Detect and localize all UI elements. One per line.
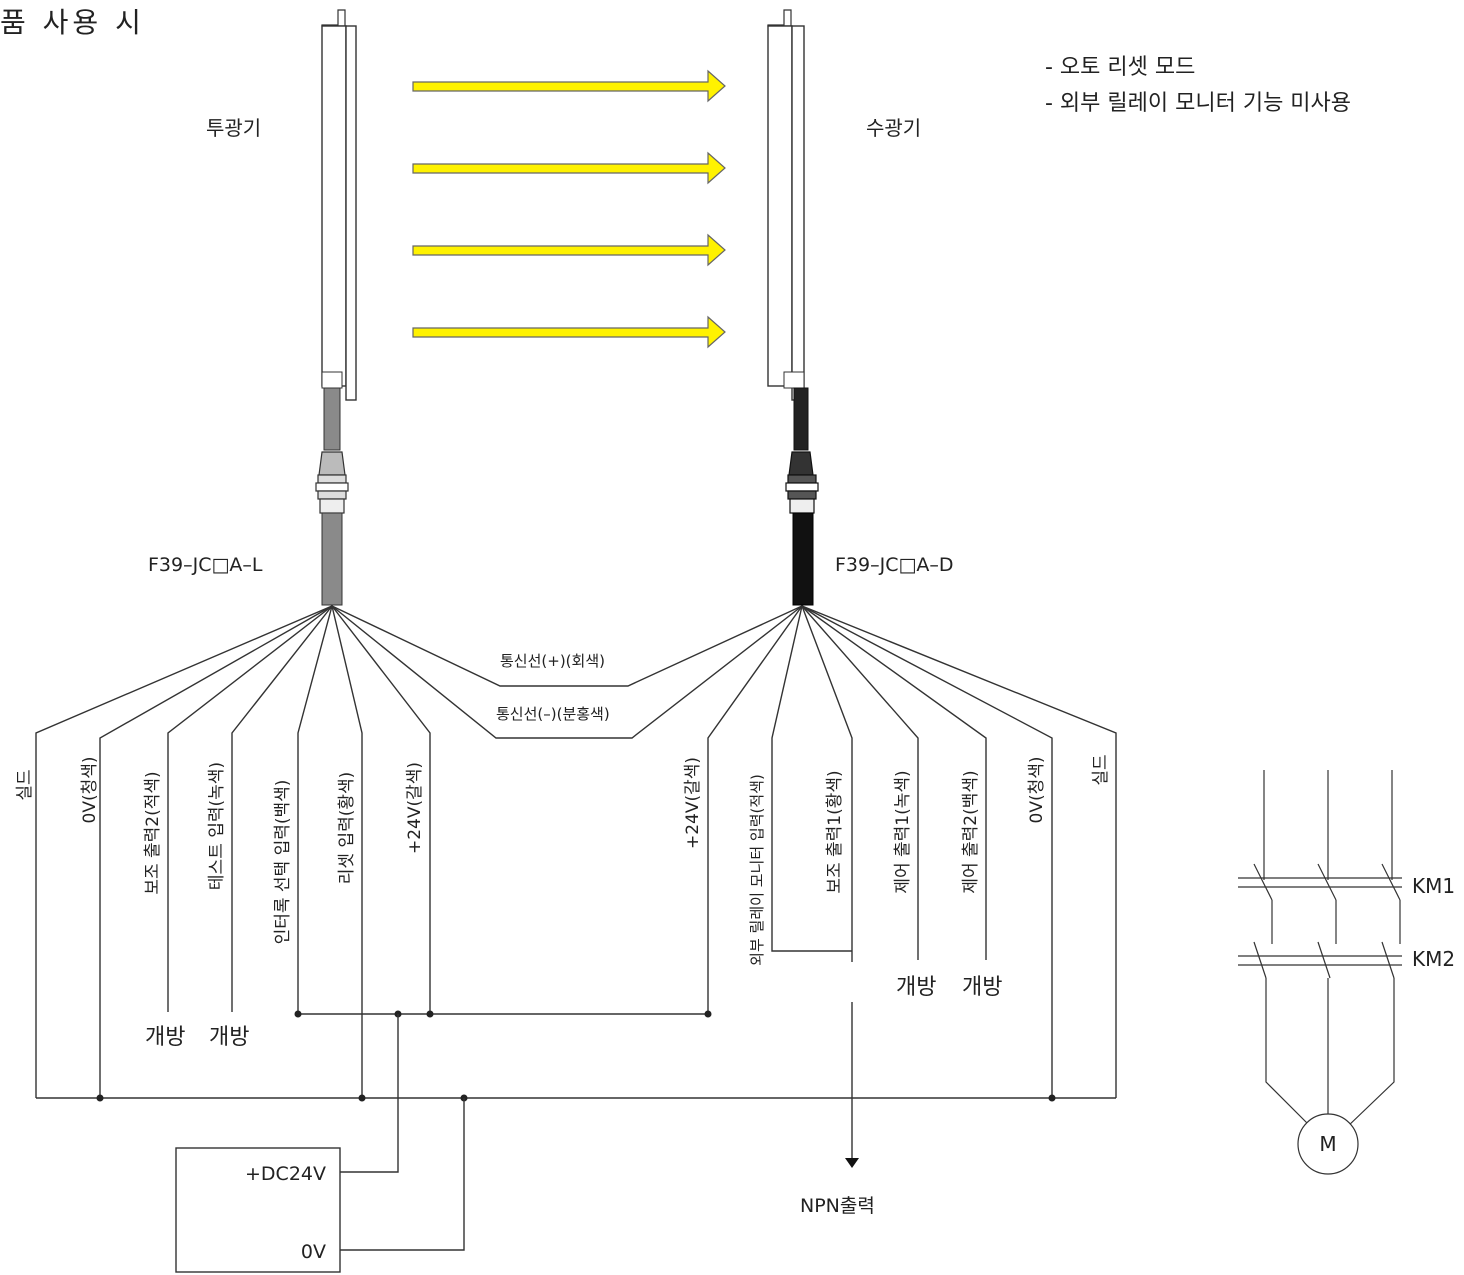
npn-output-label: NPN출력 — [800, 1195, 875, 1217]
wire-emitter-0v — [99, 605, 333, 1098]
beam-arrow — [412, 315, 726, 349]
plus-24v-bus — [294, 1010, 712, 1173]
comm-minus-label: 통신선(–)(분홍색) — [496, 705, 610, 723]
wire-emitter-test-input — [231, 605, 333, 1012]
wire-emitter-24v — [331, 605, 431, 1014]
wire-receiver-0v — [801, 605, 1053, 1098]
label-emitter-aux-output2: 보조 출력2(적색) — [143, 771, 163, 894]
label-receiver-shield: 실드 — [1091, 754, 1111, 785]
label-receiver-control-output1: 제어 출력1(녹색) — [893, 770, 913, 893]
beam-arrow — [412, 69, 726, 103]
wire-emitter-aux-output2 — [167, 605, 333, 1012]
open-label-aux-output2: 개방 — [145, 1025, 185, 1050]
label-receiver-relay-monitor: 외부 릴레이 모니터 입력(적색) — [748, 774, 766, 966]
zero-volt-bus — [36, 1094, 1116, 1251]
emitter-cable — [315, 387, 349, 606]
npn-output-arrow — [845, 1158, 859, 1168]
contactor-circuit — [1238, 770, 1402, 1175]
comm-plus-label: 통신선(+)(회색) — [500, 652, 605, 670]
receiver-wires — [707, 605, 1117, 1164]
wire-receiver-control-output2 — [801, 605, 987, 960]
emitter-wires — [35, 605, 803, 1098]
open-label-test-input: 개방 — [209, 1025, 249, 1050]
beam-arrow — [412, 151, 726, 185]
wire-comm-plus — [331, 605, 803, 687]
beam-arrow — [412, 233, 726, 267]
power-supply — [175, 1147, 341, 1273]
note-relay-monitor: - 외부 릴레이 모니터 기능 미사용 — [1045, 91, 1351, 116]
label-emitter-reset-input: 리셋 입력(황색) — [337, 772, 357, 885]
receiver-cable — [785, 387, 819, 606]
wire-comm-minus — [331, 605, 803, 739]
label-emitter-0v: 0V(청색) — [80, 757, 100, 824]
emitter-unit — [321, 9, 357, 401]
wire-emitter-shield — [35, 605, 333, 1098]
receiver-cable-label: F39–JC□A–D — [835, 554, 954, 576]
label-emitter-shield: 실드 — [15, 769, 35, 800]
receiver-label: 수광기 — [866, 116, 921, 140]
open-label-control-output2: 개방 — [962, 975, 1002, 1000]
wire-receiver-control-output1 — [801, 605, 919, 960]
wire-receiver-aux-output1 — [801, 605, 853, 1164]
wire-receiver-24v — [707, 605, 803, 1013]
motor-label: M — [1319, 1132, 1336, 1156]
wire-emitter-interlock-input — [297, 605, 333, 1013]
emitter-label: 투광기 — [206, 116, 261, 140]
note-auto-reset: - 오토 리셋 모드 — [1045, 55, 1195, 80]
label-emitter-interlock-input: 인터록 선택 입력(백색) — [273, 780, 293, 945]
receiver-unit — [767, 9, 805, 401]
open-label-control-output1: 개방 — [896, 975, 936, 1000]
label-receiver-0v: 0V(청색) — [1027, 757, 1047, 824]
wire-receiver-relay-monitor — [771, 605, 852, 952]
label-emitter-24v: +24V(갈색) — [405, 762, 425, 854]
wire-receiver-shield — [801, 605, 1117, 1098]
psu-plus-label: +DC24V — [245, 1163, 326, 1185]
psu-zero-label: 0V — [301, 1241, 326, 1263]
emitter-cable-label: F39–JC□A–L — [148, 554, 263, 576]
wire-emitter-reset-input — [331, 605, 363, 1098]
label-emitter-test-input: 테스트 입력(녹색) — [207, 762, 227, 890]
km2-label: KM2 — [1412, 947, 1455, 971]
light-beams — [412, 69, 726, 349]
km1-label: KM1 — [1412, 874, 1455, 898]
label-receiver-control-output2: 제어 출력2(백색) — [961, 770, 981, 893]
label-receiver-24v: +24V(갈색) — [683, 757, 703, 849]
page-title: 품 사용 시 — [0, 6, 145, 39]
label-receiver-aux-output1: 보조 출력1(황색) — [825, 770, 845, 893]
